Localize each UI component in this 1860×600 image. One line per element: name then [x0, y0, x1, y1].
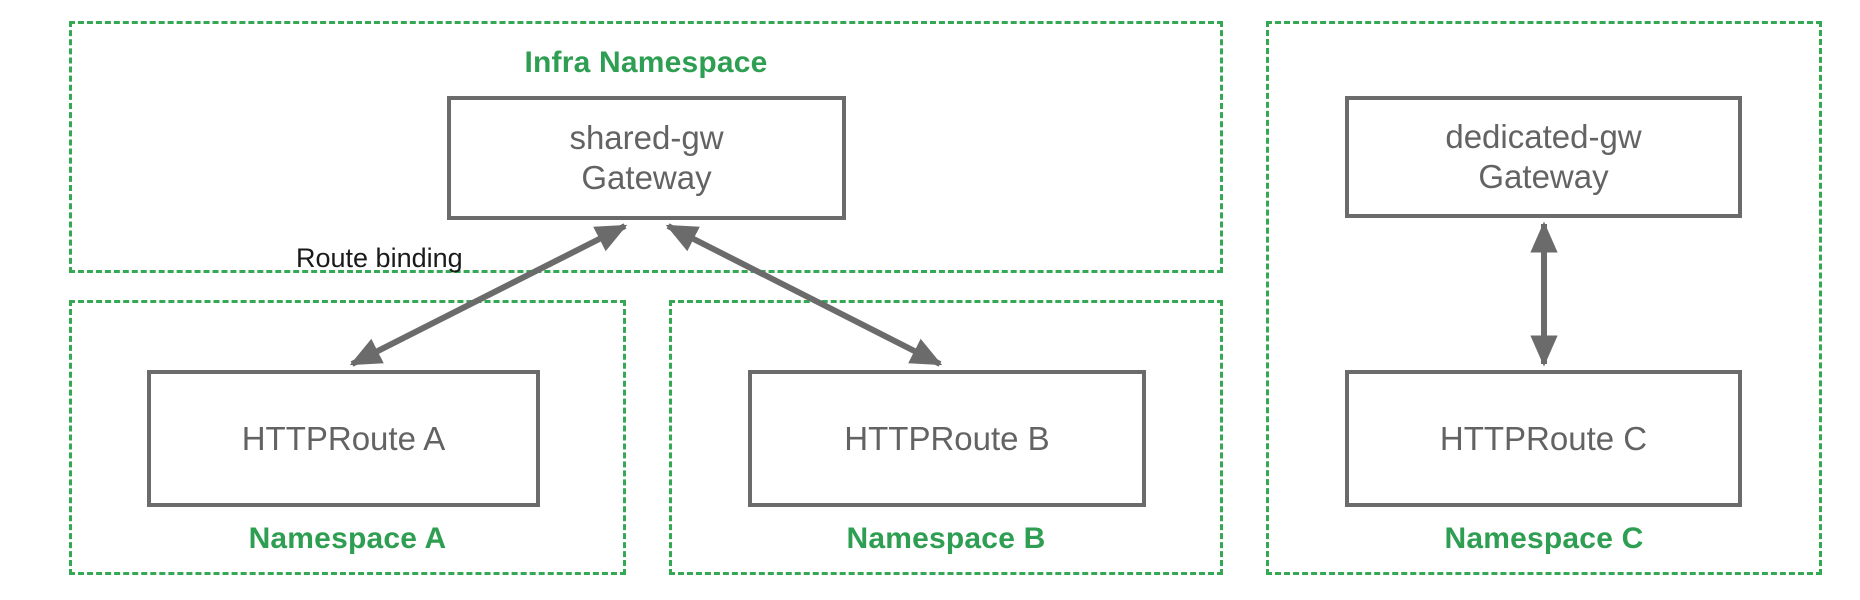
namespace-b: Namespace B [669, 300, 1223, 575]
namespace-b-label: Namespace B [846, 522, 1046, 555]
node-shared-gw-line2: Gateway [581, 159, 712, 196]
node-dedicated-gw-line2: Gateway [1478, 158, 1609, 195]
namespace-a-label: Namespace A [248, 522, 447, 555]
node-dedicated-gw[interactable]: dedicated-gw Gateway [1345, 96, 1742, 218]
node-httproute-a-label: HTTPRoute A [241, 419, 446, 457]
node-httproute-b-label: HTTPRoute B [844, 419, 1050, 457]
namespace-infra: Infra Namespace [69, 21, 1223, 273]
node-dedicated-gw-line1: dedicated-gw [1445, 118, 1642, 156]
node-httproute-b[interactable]: HTTPRoute B [748, 370, 1146, 507]
annotation-route-binding: Route binding [296, 243, 463, 273]
node-shared-gw[interactable]: shared-gw Gateway [447, 96, 846, 220]
namespace-c-label: Namespace C [1444, 522, 1644, 555]
namespace-infra-label: Infra Namespace [524, 46, 768, 79]
namespace-a: Namespace A [69, 300, 626, 575]
node-httproute-a[interactable]: HTTPRoute A [147, 370, 540, 507]
namespace-c: Namespace C [1266, 21, 1822, 575]
node-httproute-c-label: HTTPRoute C [1439, 419, 1648, 457]
node-shared-gw-line1: shared-gw [569, 119, 724, 157]
node-httproute-c[interactable]: HTTPRoute C [1345, 370, 1742, 507]
